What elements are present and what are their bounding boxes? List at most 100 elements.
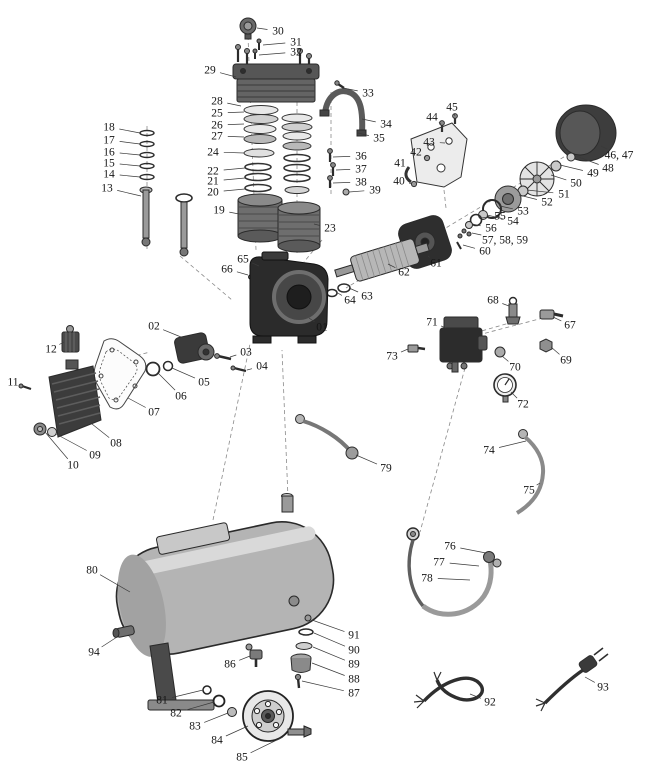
valve-plate-stack [243, 105, 313, 194]
leader-line [526, 189, 554, 194]
cylinder-right [277, 201, 321, 253]
part-number-label: 12 [45, 344, 57, 356]
cooling-fan [519, 161, 555, 197]
leader-line [313, 632, 346, 647]
leader-line [223, 167, 246, 171]
leader-line [119, 152, 141, 156]
part-number-label: 54 [507, 216, 519, 228]
part-number-label: 03 [240, 347, 252, 359]
leader-line [335, 169, 351, 171]
tank-assembly [112, 493, 335, 711]
leader-line [480, 216, 490, 219]
stator [494, 185, 522, 213]
part-number-label: 04 [256, 361, 268, 373]
leader-line [460, 547, 487, 554]
leader-line [342, 87, 358, 92]
leader-line [400, 348, 409, 353]
leader-line [453, 113, 456, 117]
leader-line [119, 128, 141, 134]
leader-line [229, 211, 240, 215]
leader-line [229, 354, 237, 358]
pump-housing [248, 251, 329, 344]
leader-line [219, 72, 237, 78]
leader-line [227, 123, 245, 125]
axle-bolt [287, 725, 312, 738]
drain-valve-parts [245, 614, 314, 689]
leader-line [258, 52, 286, 56]
part-labels-layer: 3031322933282526273435181716151413363738… [7, 26, 633, 764]
drain-cock [245, 643, 263, 667]
part-number-label: 64 [344, 295, 356, 307]
part-number-label: 90 [348, 645, 360, 657]
filter-cartridge [66, 325, 74, 333]
pressure-gauge [493, 373, 517, 403]
leader-line [311, 662, 345, 676]
part-number-label: 36 [355, 151, 367, 163]
part-number-label: 32 [290, 47, 302, 59]
leader-line [308, 317, 315, 323]
leader-line [117, 190, 142, 197]
part-number-label: 26 [211, 120, 223, 132]
part-number-label: 07 [148, 407, 160, 419]
leader-line [469, 693, 481, 699]
part-number-label: 52 [541, 197, 553, 209]
motor-bolts [456, 228, 472, 250]
handle-tube [319, 80, 367, 137]
leader-line [406, 168, 410, 171]
leader-line [501, 355, 509, 362]
part-number-label: 41 [394, 158, 406, 170]
tubes [295, 414, 546, 617]
leader-line [462, 244, 476, 249]
leader-line [312, 646, 346, 661]
part-number-label: 20 [207, 187, 219, 199]
leader-line [575, 155, 599, 165]
part-number-label: 50 [570, 178, 582, 190]
part-number-label: 70 [509, 362, 521, 374]
part-number-label: 18 [103, 122, 115, 134]
part-number-label: 53 [517, 206, 529, 218]
part-number-label: 23 [324, 223, 336, 235]
part-number-label: 84 [211, 735, 223, 747]
leader-line [246, 368, 253, 371]
safety-valve [505, 296, 521, 325]
leader-line [335, 291, 343, 296]
part-number-label: 78 [421, 573, 433, 585]
part-number-label: 89 [348, 659, 360, 671]
part-number-label: 35 [373, 133, 385, 145]
part-number-label: 15 [103, 158, 115, 170]
leader-line [357, 132, 369, 136]
leader-line [59, 341, 65, 345]
part-number-label: 68 [487, 295, 499, 307]
part-number-label: 01 [316, 322, 328, 334]
part-number-label: 46, 47 [605, 150, 634, 162]
rotor-shaft [334, 238, 430, 282]
part-number-label: 92 [484, 697, 496, 709]
part-number-label: 57, 58, 59 [482, 235, 528, 247]
part-number-label: 82 [170, 708, 182, 720]
leader-line [550, 174, 567, 181]
leader-line [99, 574, 131, 593]
leader-line [236, 271, 249, 276]
leader-line [550, 346, 560, 355]
leader-line [471, 232, 482, 236]
leader-line [225, 725, 249, 737]
part-number-label: 93 [597, 682, 609, 694]
part-number-label: 49 [587, 168, 599, 180]
outlet-tube-79 [295, 414, 359, 460]
part-number-label: 45 [446, 102, 458, 114]
leader-line [101, 636, 118, 648]
part-number-label: 79 [380, 463, 392, 475]
part-number-label: 33 [362, 88, 374, 100]
leader-line [438, 122, 442, 125]
piston-ring [244, 162, 272, 172]
leader-line [449, 562, 480, 567]
power-cord-plug [535, 647, 609, 712]
cylinder-left [237, 193, 283, 243]
part-number-label: 86 [224, 659, 236, 671]
leader-line [119, 174, 141, 178]
pressure-switch [439, 316, 488, 373]
crank-eccentric [145, 332, 247, 377]
part-number-label: 28 [211, 96, 223, 108]
leader-line [172, 689, 204, 698]
part-number-label: 05 [198, 377, 210, 389]
